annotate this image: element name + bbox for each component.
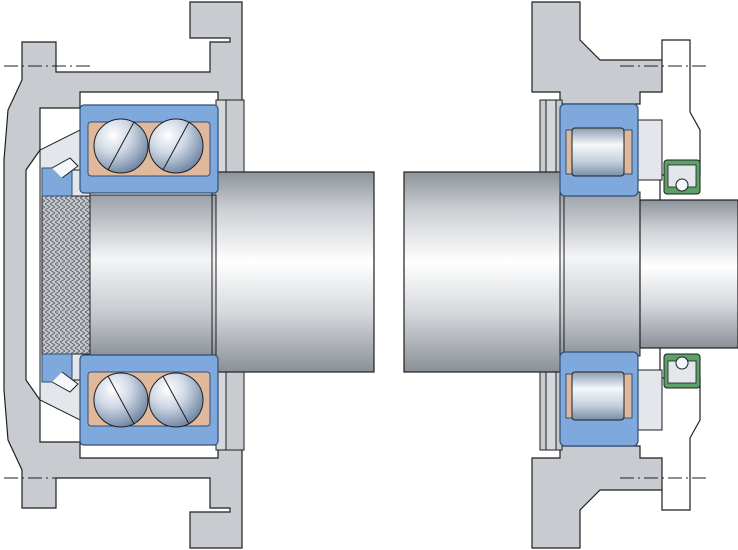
shaft-seal-icon (663, 159, 701, 389)
ball-bearing-icon (79, 104, 219, 446)
shaft-icon (89, 171, 738, 373)
roller-bearing-icon (559, 103, 639, 447)
locknut-icon (41, 157, 91, 393)
centerline-icon (4, 65, 710, 479)
